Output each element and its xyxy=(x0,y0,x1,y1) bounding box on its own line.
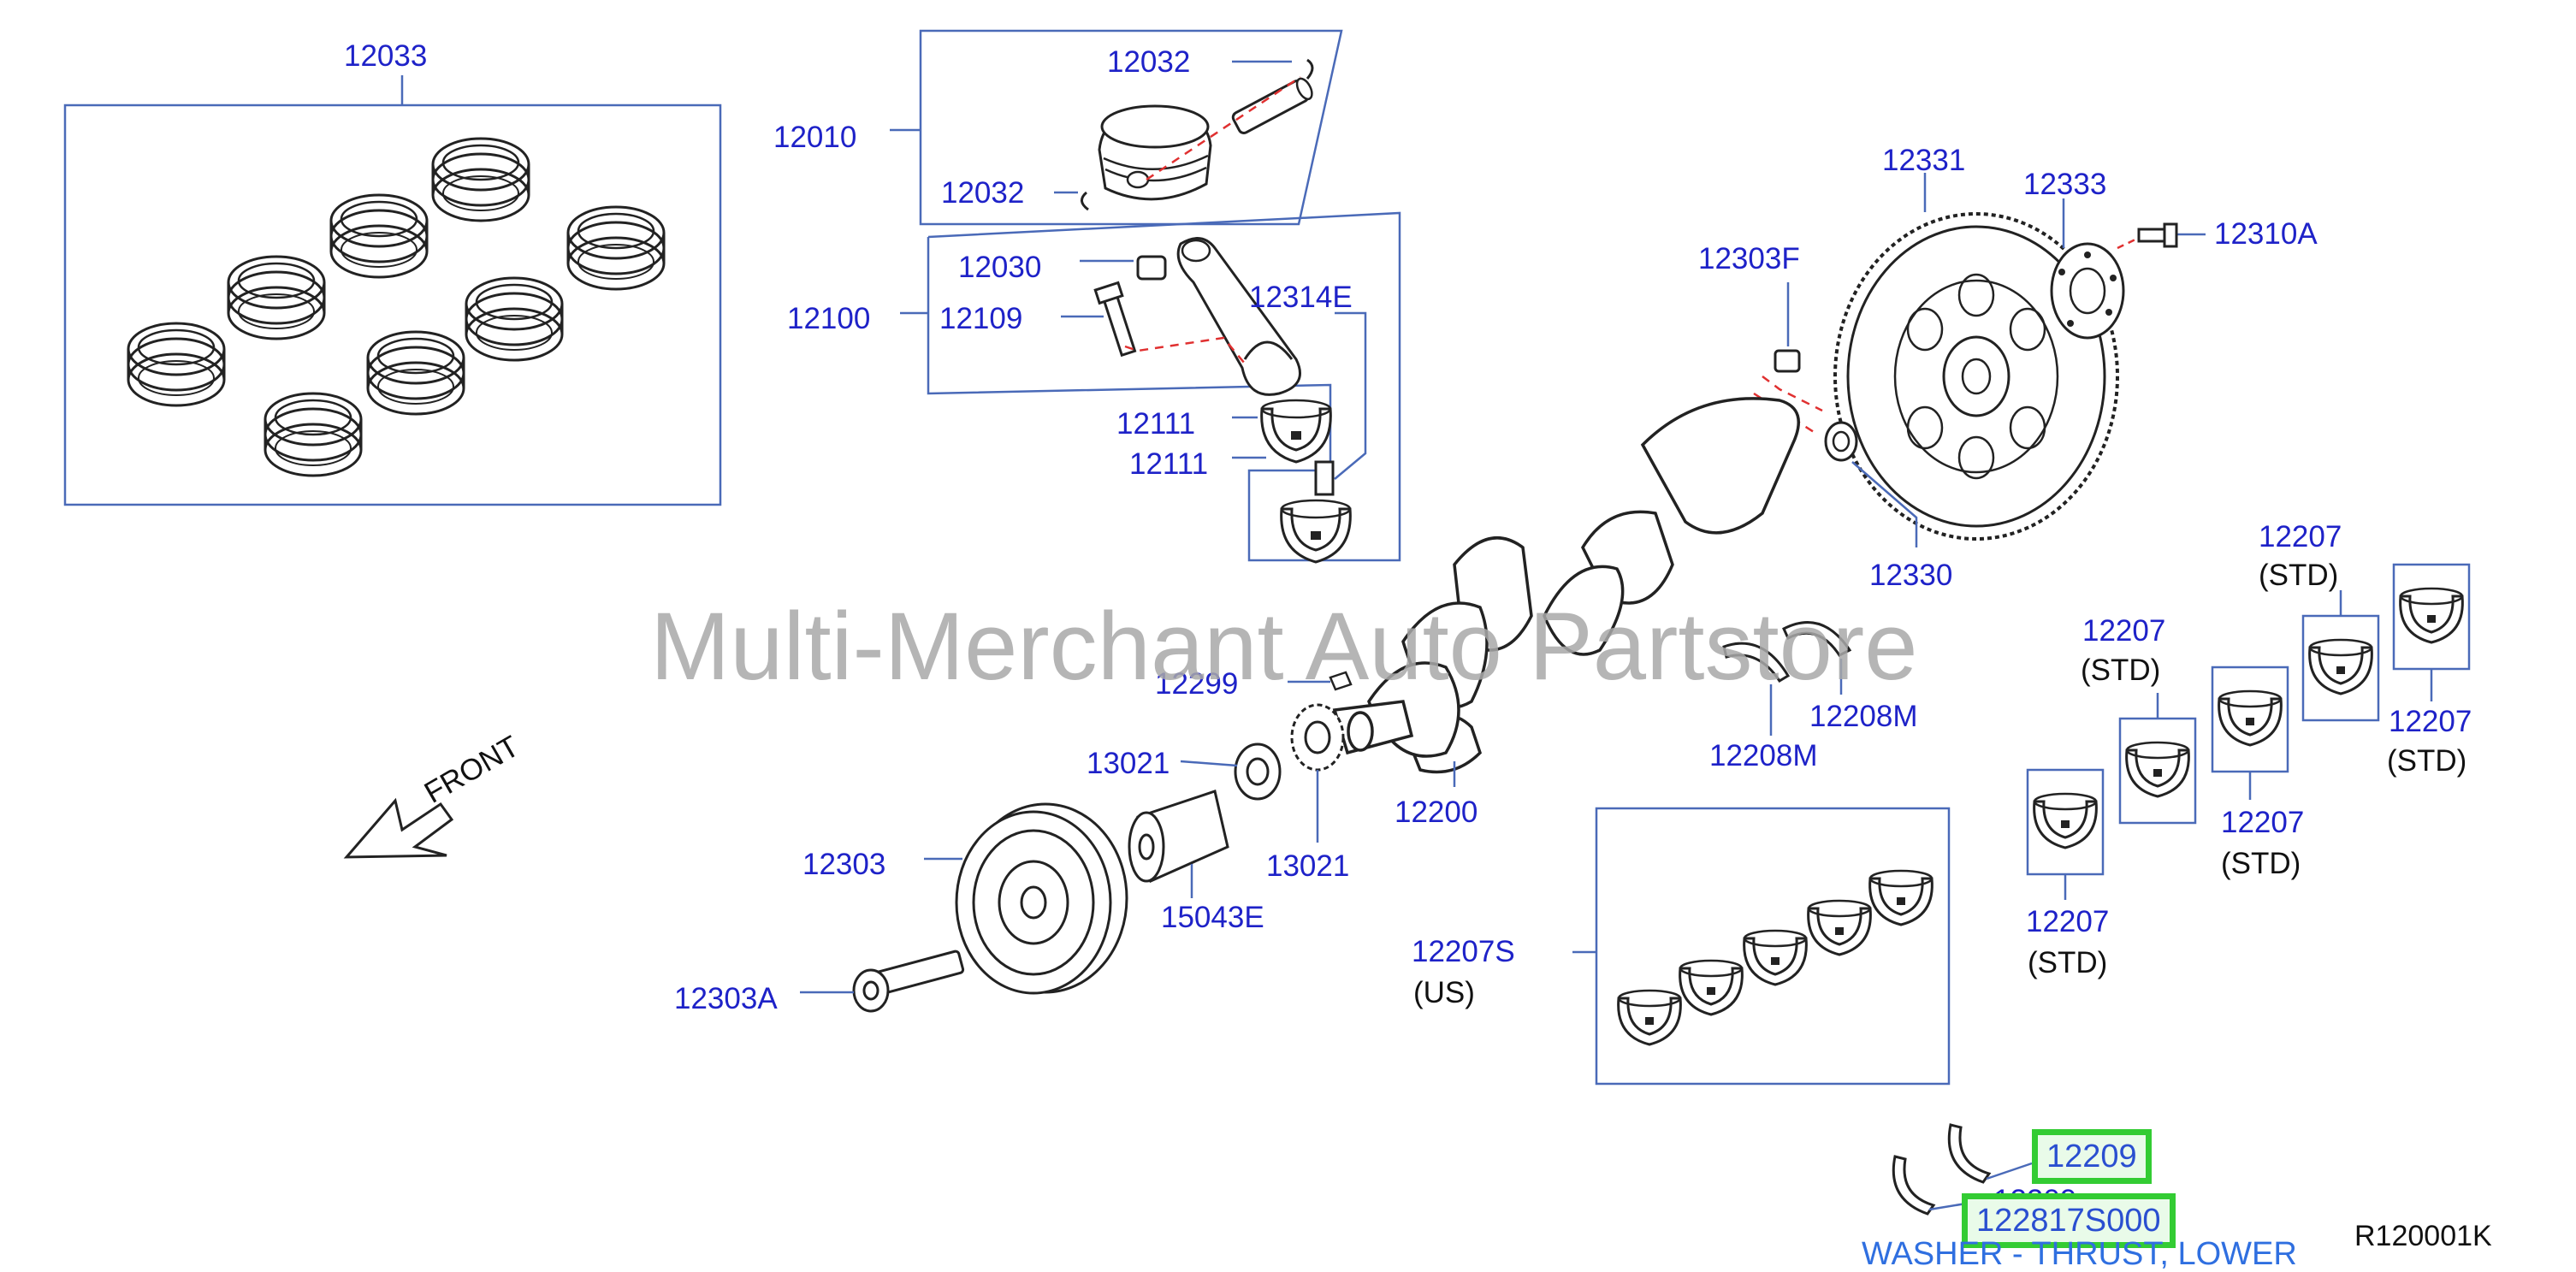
size-note-std-4: (STD) xyxy=(2259,559,2339,592)
part-label-12331[interactable]: 12331 xyxy=(1882,144,1966,177)
part-label-12207-1[interactable]: 12207 xyxy=(2026,905,2110,938)
part-label-12208M-right[interactable]: 12208M xyxy=(1809,700,1918,733)
part-label-12010[interactable]: 12010 xyxy=(773,121,857,154)
part-label-15043E[interactable]: 15043E xyxy=(1161,901,1264,934)
part-label-13021-right[interactable]: 13021 xyxy=(1266,849,1350,883)
part-label-12333[interactable]: 12333 xyxy=(2023,168,2107,201)
part-description: WASHER - THRUST, LOWER xyxy=(1862,1236,2297,1272)
part-label-12314E[interactable]: 12314E xyxy=(1249,281,1353,314)
part-label-12030[interactable]: 12030 xyxy=(958,251,1042,284)
part-label-12111-lower[interactable]: 12111 xyxy=(1129,447,1209,481)
part-label-12207-3[interactable]: 12207 xyxy=(2221,806,2305,839)
part-label-12207-4[interactable]: 12207 xyxy=(2259,520,2342,553)
part-label-12033[interactable]: 12033 xyxy=(344,39,428,73)
size-note-std-2: (STD) xyxy=(2081,654,2161,687)
part-label-12032-top[interactable]: 12032 xyxy=(1107,45,1191,79)
watermark: Multi-Merchant Auto Partstore xyxy=(650,593,1918,700)
part-label-12208M-left[interactable]: 12208M xyxy=(1709,739,1818,772)
part-label-12200[interactable]: 12200 xyxy=(1395,796,1478,829)
part-label-12303A[interactable]: 12303A xyxy=(674,982,778,1015)
figure-code: R120001K xyxy=(2354,1220,2492,1252)
part-label-12310A[interactable]: 12310A xyxy=(2214,217,2318,251)
part-label-12303F[interactable]: 12303F xyxy=(1698,242,1800,275)
part-label-12330[interactable]: 12330 xyxy=(1869,559,1953,592)
part-label-12207S[interactable]: 12207S xyxy=(1412,935,1515,968)
part-label-13021-left[interactable]: 13021 xyxy=(1087,747,1170,780)
part-label-12109[interactable]: 12109 xyxy=(939,302,1023,335)
part-label-12111-upper[interactable]: 12111 xyxy=(1116,407,1196,441)
size-note-std-1: (STD) xyxy=(2028,946,2108,979)
part-label-12303[interactable]: 12303 xyxy=(802,848,886,881)
highlighted-part-number[interactable]: 122817S000 xyxy=(1962,1193,2176,1248)
part-label-12299[interactable]: 12299 xyxy=(1155,667,1239,701)
part-label-12207-2[interactable]: 12207 xyxy=(2082,614,2166,648)
part-label-12207-5[interactable]: 12207 xyxy=(2389,705,2472,738)
part-label-12032-bottom[interactable]: 12032 xyxy=(941,176,1025,210)
size-note-std-3: (STD) xyxy=(2221,847,2301,880)
size-note-us: (US) xyxy=(1413,976,1475,1009)
size-note-std-5: (STD) xyxy=(2387,744,2467,778)
part-label-12100[interactable]: 12100 xyxy=(787,302,871,335)
highlighted-part-ref[interactable]: 12209 xyxy=(2032,1129,2152,1184)
